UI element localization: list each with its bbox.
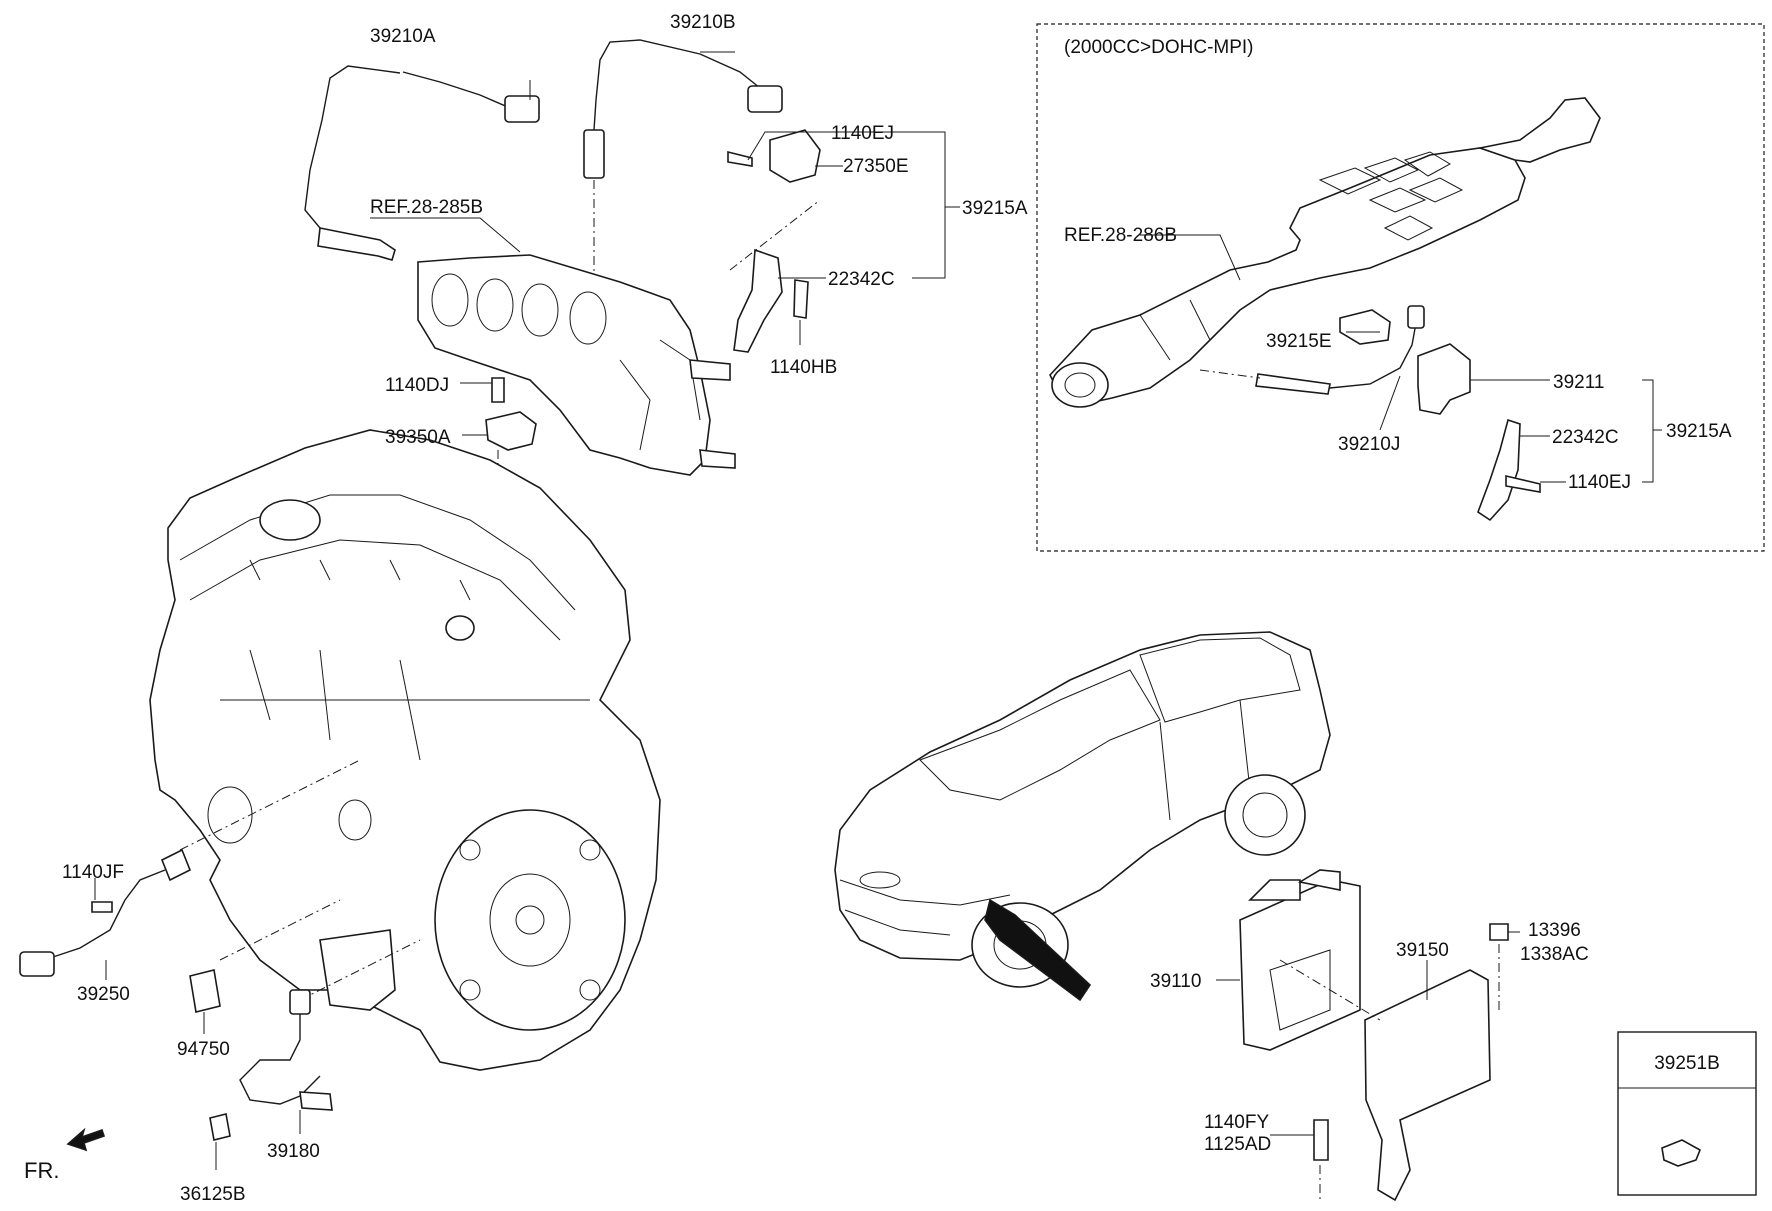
label-1140EJ-top: 1140EJ: [831, 123, 894, 144]
legend-box-label: 39251B: [1654, 1053, 1720, 1074]
inset-title: (2000CC>DOHC-MPI): [1064, 37, 1254, 58]
catalytic-converter-drawing: [1049, 97, 1601, 408]
label-36125B: 36125B: [180, 1184, 246, 1205]
label-1125AD: 1125AD: [1204, 1134, 1271, 1155]
bolt-1140EJ: [727, 150, 753, 167]
label-1140FY: 1140FY: [1204, 1112, 1269, 1133]
clip-39251B-icon: [1661, 1139, 1702, 1167]
label-39210A: 39210A: [370, 26, 436, 47]
bracket-27350E: [769, 129, 821, 183]
bolt-1140EJ-inset: [1505, 474, 1541, 493]
label-39350A: 39350A: [385, 427, 451, 448]
exhaust-manifold-drawing: [417, 254, 736, 476]
label-39215E: 39215E: [1266, 331, 1332, 352]
label-39150: 39150: [1396, 940, 1449, 961]
label-22342C-inset: 22342C: [1552, 427, 1619, 448]
front-indicator-label: FR.: [24, 1158, 59, 1183]
label-ref-28-285B: REF.28-285B: [370, 197, 483, 218]
label-39210B: 39210B: [670, 12, 736, 33]
o2-sensor-39210A: [304, 65, 540, 261]
label-1338AC: 1338AC: [1520, 944, 1589, 965]
label-1140DJ: 1140DJ: [385, 375, 449, 396]
label-39210J: 39210J: [1338, 434, 1400, 455]
sensor-39350A: [485, 411, 537, 451]
label-39180: 39180: [267, 1141, 320, 1162]
label-39110: 39110: [1150, 971, 1201, 992]
sensor-39250: [19, 848, 192, 977]
label-13396: 13396: [1528, 920, 1581, 941]
label-1140JF: 1140JF: [62, 862, 124, 883]
o2-sensor-39210J: [1255, 305, 1425, 395]
nut-13396: [1489, 923, 1509, 941]
label-22342C-top: 22342C: [828, 269, 895, 290]
ecu-39110: [1239, 869, 1361, 1051]
label-94750: 94750: [177, 1039, 230, 1060]
vehicle-drawing: [834, 631, 1331, 1002]
label-39215A-inset: 39215A: [1666, 421, 1732, 442]
sensor-39180: [239, 989, 333, 1111]
label-39250: 39250: [77, 984, 130, 1005]
label-1140HB: 1140HB: [770, 357, 837, 378]
bracket-22342C: [733, 248, 783, 353]
bolt-36125B: [209, 1113, 231, 1141]
bolt-1140DJ: [491, 377, 505, 403]
bolt-1140HB: [793, 279, 809, 319]
bracket-22342C-inset: [1477, 418, 1521, 522]
inset-box: [1036, 23, 1765, 552]
legend-box: [1617, 1031, 1757, 1196]
label-39215A-top: 39215A: [962, 198, 1028, 219]
label-27350E: 27350E: [843, 156, 909, 177]
sensor-94750: [189, 969, 221, 1013]
bolt-1140FY: [1313, 1119, 1329, 1161]
bracket-39211: [1417, 343, 1471, 415]
bracket-39150: [1364, 969, 1491, 1202]
engine-drawing: [149, 429, 661, 1071]
front-arrow-icon: [66, 1127, 106, 1152]
label-39211: 39211: [1553, 372, 1604, 393]
label-1140EJ-inset: 1140EJ: [1568, 472, 1631, 493]
o2-sensor-39210B: [583, 39, 783, 300]
bracket-39215E: [1339, 309, 1391, 345]
label-ref-28-286B: REF.28-286B: [1064, 225, 1177, 246]
